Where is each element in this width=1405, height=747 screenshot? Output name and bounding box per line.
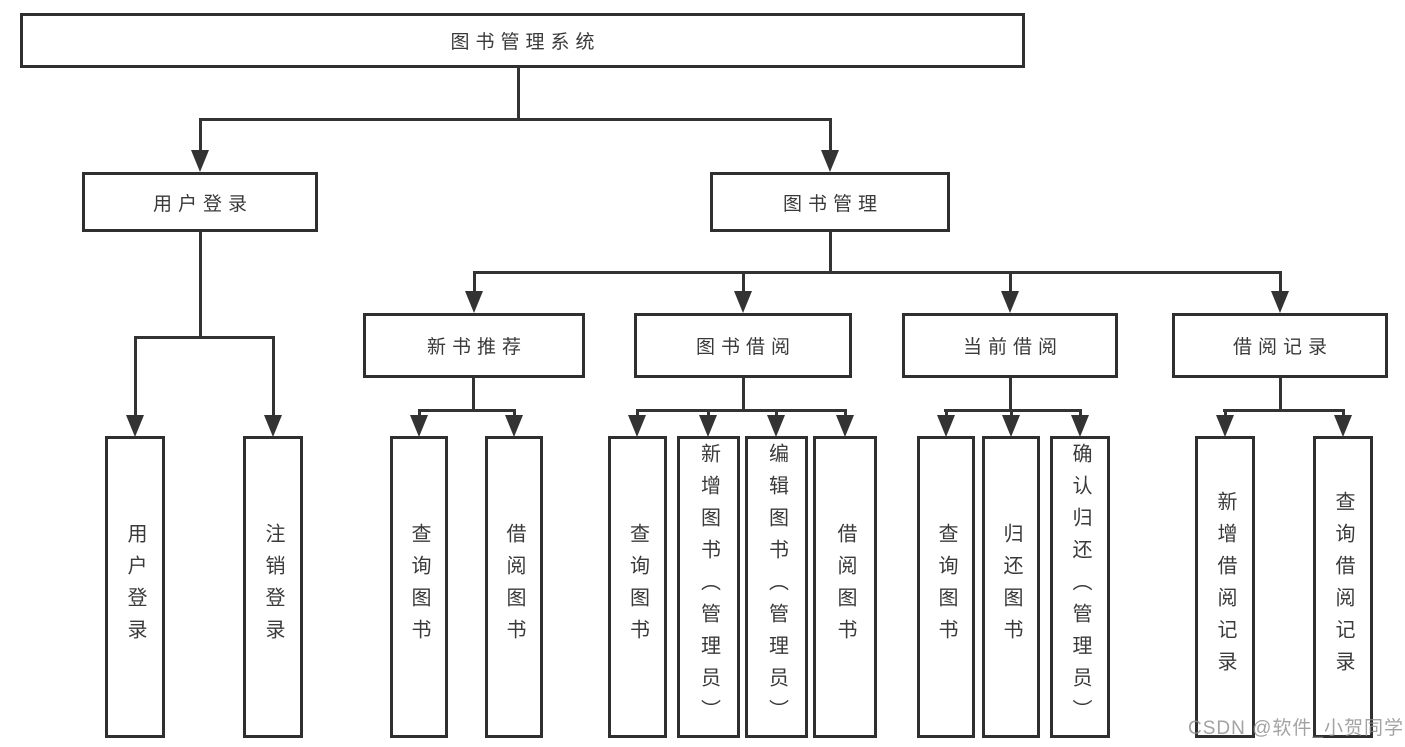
leaf-user-login: 用户登录 [105,436,165,738]
arrowhead-down-icon [410,415,428,437]
leaf-label: 借阅图书 [503,523,525,651]
connector-line [418,409,421,418]
arrowhead-down-icon [699,415,717,437]
connector-line [1224,409,1227,418]
connector-line [1079,409,1082,418]
connector-line [742,378,745,409]
connector-line [472,378,475,409]
connector-line [473,271,1281,274]
node-current-borrow: 当前借阅 [902,313,1118,378]
arrowhead-down-icon [1071,415,1089,437]
node-label: 图书管理 [782,193,883,215]
arrowhead-down-icon [465,291,483,313]
arrowhead-down-icon [264,415,282,437]
node-label: 借阅记录 [1232,337,1333,358]
node-label: 用户登录 [152,193,253,215]
node-label: 图书管理系统 [450,32,601,53]
connector-line [636,409,846,412]
connector-line [829,232,832,271]
connector-line [1279,271,1282,293]
leaf-borrow-books-2: 借阅图书 [813,436,877,738]
leaf-label: 查询借阅记录 [1332,491,1354,683]
connector-line [517,68,520,118]
node-system-root: 图书管理系统 [20,13,1025,68]
arrowhead-down-icon [734,291,752,313]
node-label: 当前借阅 [962,337,1063,358]
connector-line [199,232,202,336]
leaf-label: 新增图书（管理员） [697,443,720,731]
connector-line [1342,409,1345,418]
connector-line [1009,271,1012,293]
connector-line [944,409,1082,412]
connector-line [1223,409,1345,412]
leaf-edit-books-admin: 编辑图书（管理员） [745,436,808,738]
connector-line [829,118,832,154]
arrowhead-down-icon [1001,291,1019,313]
connector-line [945,409,948,418]
leaf-query-books-3: 查询图书 [917,436,975,738]
leaf-label: 查询图书 [626,523,649,651]
node-label: 图书借阅 [695,337,796,358]
connector-line [1010,409,1013,418]
node-new-book-recommend: 新书推荐 [363,313,585,378]
node-borrow-records: 借阅记录 [1172,313,1388,378]
leaf-label: 查询图书 [935,523,957,651]
leaf-add-books-admin: 新增图书（管理员） [677,436,740,738]
node-book-management: 图书管理 [710,172,950,232]
connector-line [134,336,137,418]
connector-line [844,409,847,418]
arrowhead-down-icon [1002,415,1020,437]
arrowhead-down-icon [505,415,523,437]
arrowhead-down-icon [821,150,839,172]
connector-line [742,271,745,293]
connector-line [272,336,275,418]
leaf-add-borrow-record: 新增借阅记录 [1195,436,1255,738]
leaf-return-books: 归还图书 [982,436,1040,738]
connector-line [1279,378,1282,409]
csdn-watermark: CSDN @软件_小贺同学 [1188,718,1404,739]
leaf-logout: 注销登录 [243,436,303,738]
leaf-label: 归还图书 [1000,523,1022,651]
connector-line [199,118,202,154]
arrowhead-down-icon [836,415,854,437]
connector-line [1009,378,1012,409]
connector-line [199,118,832,121]
leaf-label: 确认归还（管理员） [1069,443,1091,731]
arrowhead-down-icon [1334,415,1352,437]
node-book-borrow: 图书借阅 [634,313,852,378]
connector-line [775,409,778,418]
arrowhead-down-icon [126,415,144,437]
leaf-query-books-1: 查询图书 [390,436,448,738]
arrowhead-down-icon [628,415,646,437]
connector-line [707,409,710,418]
leaf-confirm-return-admin: 确认归还（管理员） [1050,436,1110,738]
arrowhead-down-icon [767,415,785,437]
connector-line [473,271,476,293]
leaf-query-borrow-record: 查询借阅记录 [1313,436,1373,738]
leaf-label: 编辑图书（管理员） [765,443,788,731]
leaf-borrow-books-1: 借阅图书 [485,436,543,738]
node-user-login: 用户登录 [82,172,318,232]
connector-line [418,409,515,412]
leaf-label: 新增借阅记录 [1214,491,1236,683]
leaf-label: 注销登录 [262,523,284,651]
arrowhead-down-icon [191,150,209,172]
arrowhead-down-icon [1216,415,1234,437]
leaf-label: 用户登录 [124,523,146,651]
arrowhead-down-icon [937,415,955,437]
arrowhead-down-icon [1271,291,1289,313]
connector-line [513,409,516,418]
node-label: 新书推荐 [426,337,527,358]
leaf-label: 借阅图书 [834,523,856,651]
connector-line [636,409,639,418]
connector-line [134,336,275,339]
leaf-query-books-2: 查询图书 [608,436,667,738]
leaf-label: 查询图书 [408,523,430,651]
